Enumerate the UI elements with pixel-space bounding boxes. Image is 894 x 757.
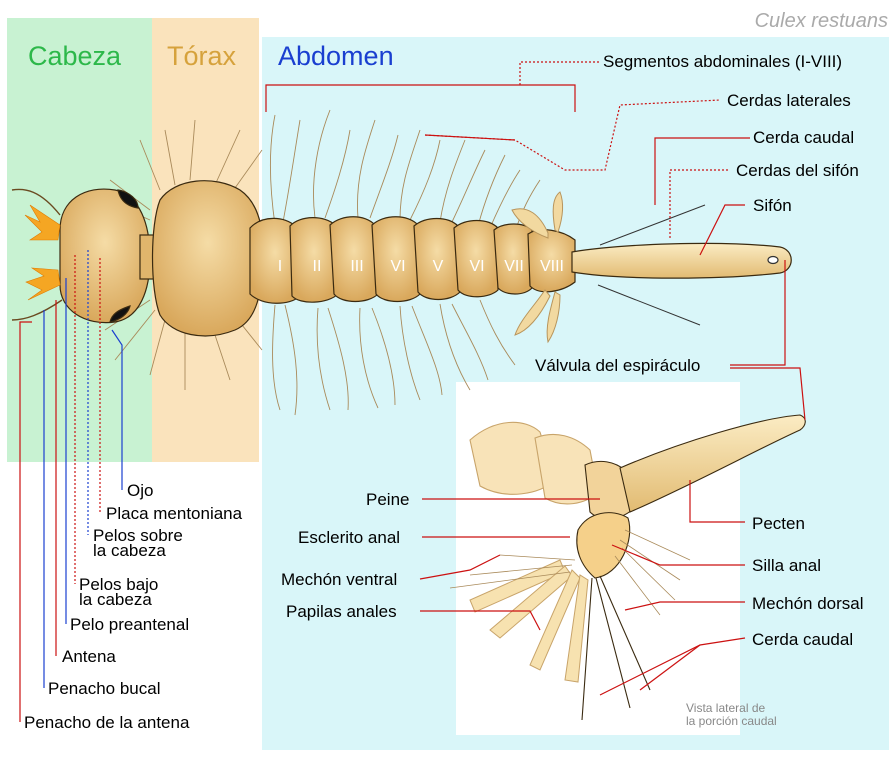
segment-numeral: VIII <box>540 258 564 275</box>
label-antenna-tuft: Penacho de la antena <box>24 714 189 731</box>
abdomen-region-label: Abdomen <box>278 42 394 70</box>
label-segments: Segmentos abdominales (I-VIII) <box>603 53 842 70</box>
segment-numeral: VI <box>390 258 405 275</box>
label-lower-head-hairs: Pelos bajo la cabeza <box>79 577 158 607</box>
label-siphon: Sifón <box>753 197 792 214</box>
segment-numeral: VII <box>504 258 524 275</box>
siphon <box>572 243 791 278</box>
thorax-region-label: Tórax <box>167 42 236 70</box>
label-ventral-brush: Mechón ventral <box>281 571 397 588</box>
inset-note: Vista lateral de la porción caudal <box>686 702 777 728</box>
segment-numeral: II <box>313 258 322 275</box>
head-capsule <box>60 189 150 323</box>
label-preantennal-hair: Pelo preantenal <box>70 616 189 633</box>
label-anal-saddle: Silla anal <box>752 557 821 574</box>
label-mouth-brush: Penacho bucal <box>48 680 160 697</box>
label-eye: Ojo <box>127 482 153 499</box>
label-anal-sclerite: Esclerito anal <box>298 529 400 546</box>
thorax <box>153 181 263 336</box>
head-region-label: Cabeza <box>28 42 121 70</box>
species-name: Culex restuans <box>755 10 888 33</box>
label-caudal-seta: Cerda caudal <box>752 631 853 648</box>
label-lateral-setae: Cerdas laterales <box>727 92 851 109</box>
label-anal-papillae: Papilas anales <box>286 603 397 620</box>
label-upper-head-hairs: Pelos sobre la cabeza <box>93 528 183 558</box>
label-antenna: Antena <box>62 648 116 665</box>
label-mental-plate: Placa mentoniana <box>106 505 242 522</box>
label-caudal-seta-top: Cerda caudal <box>753 129 854 146</box>
label-spiracle-valve: Válvula del espiráculo <box>535 357 700 374</box>
label-siphon-setae: Cerdas del sifón <box>736 162 859 179</box>
segment-numeral: VI <box>469 258 484 275</box>
segment-numeral: V <box>433 258 444 275</box>
segment-numeral: I <box>278 258 282 275</box>
segment-numeral: III <box>350 258 363 275</box>
label-dorsal-brush: Mechón dorsal <box>752 595 864 612</box>
label-pecten: Pecten <box>752 515 805 532</box>
label-comb: Peine <box>366 491 409 508</box>
